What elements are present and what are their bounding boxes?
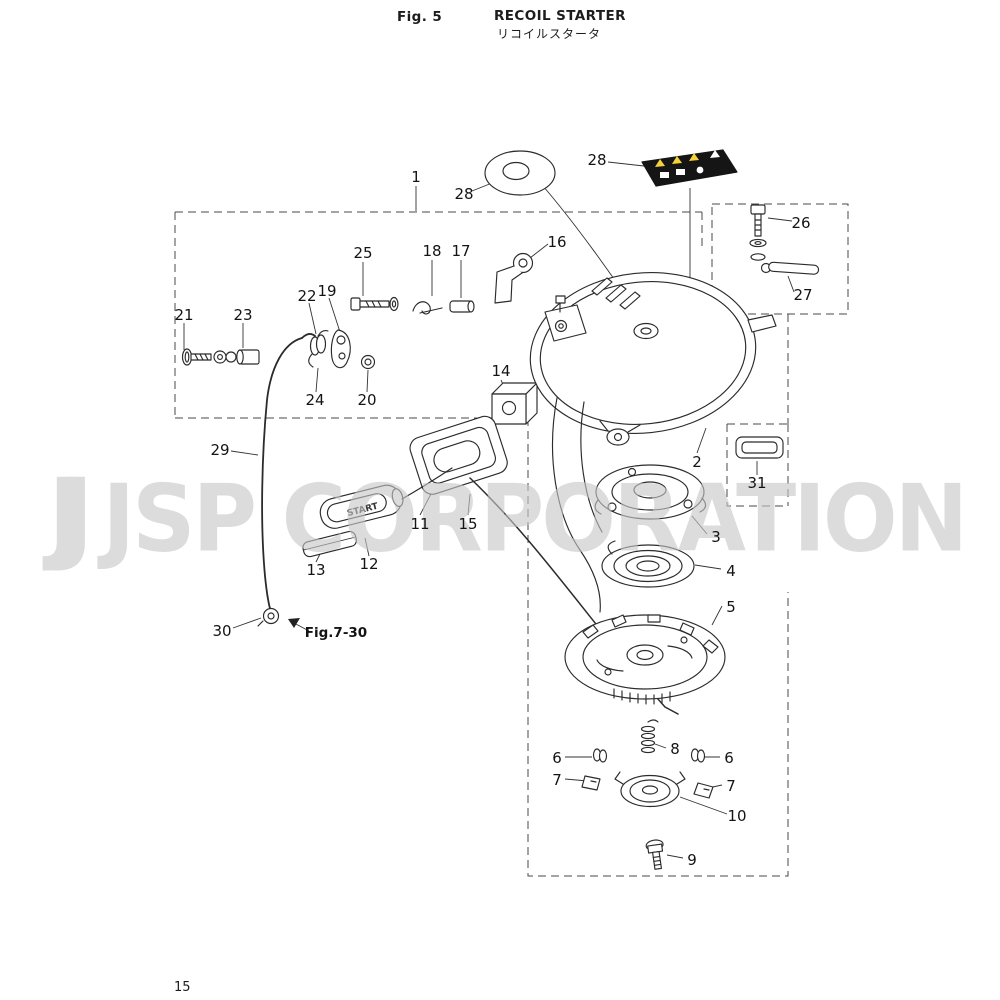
spacer-17-drawing [449, 300, 475, 313]
friction-spring-8-drawing [640, 719, 659, 754]
bolt-26-drawing [749, 204, 767, 261]
page-title-japanese: リコイルスタータ [497, 27, 602, 41]
starter-housing-drawing [529, 271, 777, 613]
assembly-boundary-lines [174, 203, 849, 877]
bolt-9-drawing [645, 839, 664, 870]
clip-18-drawing [412, 301, 443, 315]
pulley-3-drawing [594, 464, 707, 520]
wire-29-drawing [257, 333, 316, 627]
washer-20-drawing [360, 354, 376, 370]
screw-21-spacer-23-drawing [181, 348, 260, 366]
rope-guide-16-drawing [494, 252, 534, 304]
page-title: RECOIL STARTER [494, 8, 626, 24]
spiral-spring-4-drawing [601, 540, 695, 588]
drive-cup-10-drawing [614, 771, 686, 808]
plate-31-drawing [735, 436, 784, 459]
figure-number: Fig. 5 [397, 9, 443, 25]
page-number: 15 [174, 980, 191, 995]
ratchet-plate-5-drawing [564, 614, 726, 705]
guide-block-14-drawing [491, 382, 538, 425]
bolt-25-drawing [350, 296, 399, 312]
warning-label-drawing [641, 149, 738, 187]
starter-handle-drawing: START [302, 467, 453, 558]
pawls-and-springs-drawing [581, 748, 714, 799]
pin-27-drawing [760, 261, 820, 275]
ref-note-arrowhead [288, 618, 300, 628]
cam-and-spring-drawing [308, 329, 351, 369]
rope-grommet-drawing [484, 150, 556, 196]
plate-15-drawing [409, 415, 508, 495]
